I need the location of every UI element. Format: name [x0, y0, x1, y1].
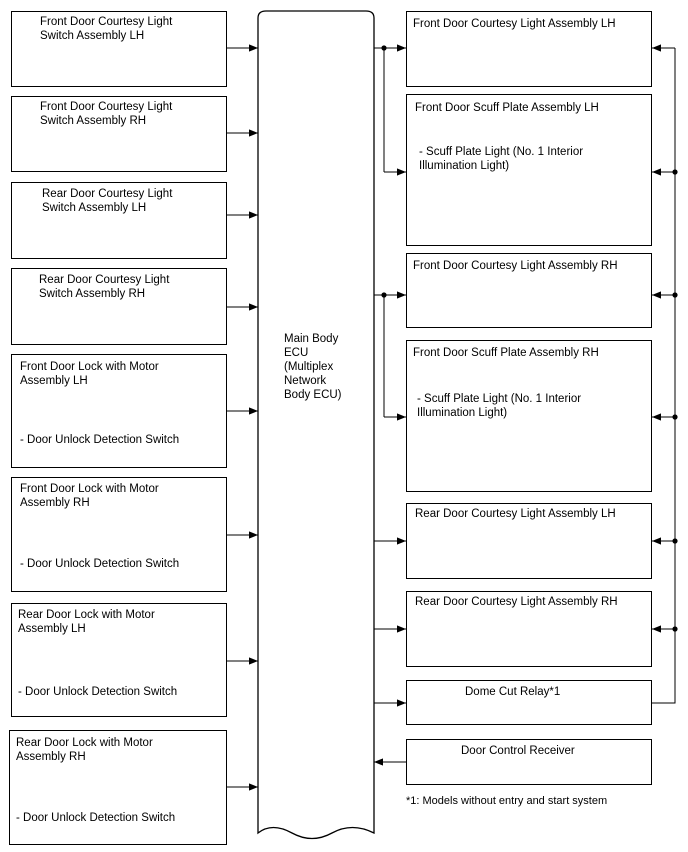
footnote: *1: Models without entry and start syste…	[406, 795, 608, 807]
left-box-title: Rear Door Lock with Motor Assembly LH	[18, 609, 155, 635]
left-box-rear-door-lock-lh: Rear Door Lock with Motor Assembly LH - …	[11, 603, 227, 717]
right-box-title: Rear Door Courtesy Light Assembly LH	[415, 508, 616, 520]
left-box-title: Front Door Lock with Motor Assembly LH	[20, 361, 159, 387]
left-box-sub: - Door Unlock Detection Switch	[16, 812, 176, 824]
right-box-sub: - Scuff Plate Light (No. 1 Interior Illu…	[417, 393, 582, 419]
left-box-rear-door-courtesy-switch-lh: Rear Door Courtesy Light Switch Assembly…	[11, 182, 227, 259]
left-box-sub: - Door Unlock Detection Switch	[18, 686, 178, 698]
right-box-door-control-receiver: Door Control Receiver	[406, 739, 652, 785]
left-box-sub: - Door Unlock Detection Switch	[20, 558, 180, 570]
left-box-rear-door-courtesy-switch-rh: Rear Door Courtesy Light Switch Assembly…	[11, 268, 227, 345]
left-box-sub: - Door Unlock Detection Switch	[20, 434, 180, 446]
right-box-title: Door Control Receiver	[461, 745, 575, 757]
right-box-title: Front Door Courtesy Light Assembly LH	[413, 18, 616, 30]
right-box-dome-cut-relay: Dome Cut Relay*1	[406, 680, 652, 725]
right-box-rear-door-courtesy-light-rh: Rear Door Courtesy Light Assembly RH	[406, 591, 652, 667]
right-box-title: Dome Cut Relay*1	[465, 686, 561, 698]
junction-dot	[672, 169, 678, 175]
right-box-title: Front Door Scuff Plate Assembly LH	[415, 102, 599, 114]
left-box-title: Rear Door Courtesy Light Switch Assembly…	[42, 188, 173, 214]
junction-dot	[381, 45, 387, 51]
wire-dome-cut-bus	[652, 48, 676, 704]
right-box-front-door-scuff-plate-lh: Front Door Scuff Plate Assembly LH - Scu…	[406, 94, 652, 246]
left-box-title: Front Door Courtesy Light Switch Assembl…	[40, 101, 173, 127]
left-box-title: Rear Door Courtesy Light Switch Assembly…	[39, 274, 170, 300]
right-box-front-door-scuff-plate-rh: Front Door Scuff Plate Assembly RH - Scu…	[406, 340, 652, 492]
left-box-title: Front Door Courtesy Light Switch Assembl…	[40, 16, 173, 42]
left-box-front-door-lock-lh: Front Door Lock with Motor Assembly LH -…	[11, 354, 227, 468]
right-box-rear-door-courtesy-light-lh: Rear Door Courtesy Light Assembly LH	[406, 503, 652, 579]
junction-dot	[672, 538, 678, 544]
junction-dot	[381, 292, 387, 298]
left-box-front-door-lock-rh: Front Door Lock with Motor Assembly RH -…	[11, 477, 227, 592]
right-box-title: Front Door Scuff Plate Assembly RH	[413, 347, 599, 359]
ecu-label: Main Body ECU (Multiplex Network Body EC…	[284, 333, 342, 401]
junction-dot	[672, 292, 678, 298]
left-box-front-door-courtesy-switch-rh: Front Door Courtesy Light Switch Assembl…	[11, 96, 227, 172]
junction-dot	[672, 626, 678, 632]
left-box-title: Rear Door Lock with Motor Assembly RH	[16, 737, 153, 763]
left-box-title: Front Door Lock with Motor Assembly RH	[20, 483, 159, 509]
right-box-title: Rear Door Courtesy Light Assembly RH	[415, 596, 618, 608]
right-box-sub: - Scuff Plate Light (No. 1 Interior Illu…	[419, 146, 584, 172]
right-box-title: Front Door Courtesy Light Assembly RH	[413, 260, 618, 272]
left-box-rear-door-lock-rh: Rear Door Lock with Motor Assembly RH - …	[9, 730, 227, 845]
right-box-front-door-courtesy-light-lh: Front Door Courtesy Light Assembly LH	[406, 11, 652, 87]
left-box-front-door-courtesy-switch-lh: Front Door Courtesy Light Switch Assembl…	[11, 11, 227, 87]
ecu-outline	[257, 10, 375, 840]
junction-dot	[672, 414, 678, 420]
right-box-front-door-courtesy-light-rh: Front Door Courtesy Light Assembly RH	[406, 253, 652, 328]
